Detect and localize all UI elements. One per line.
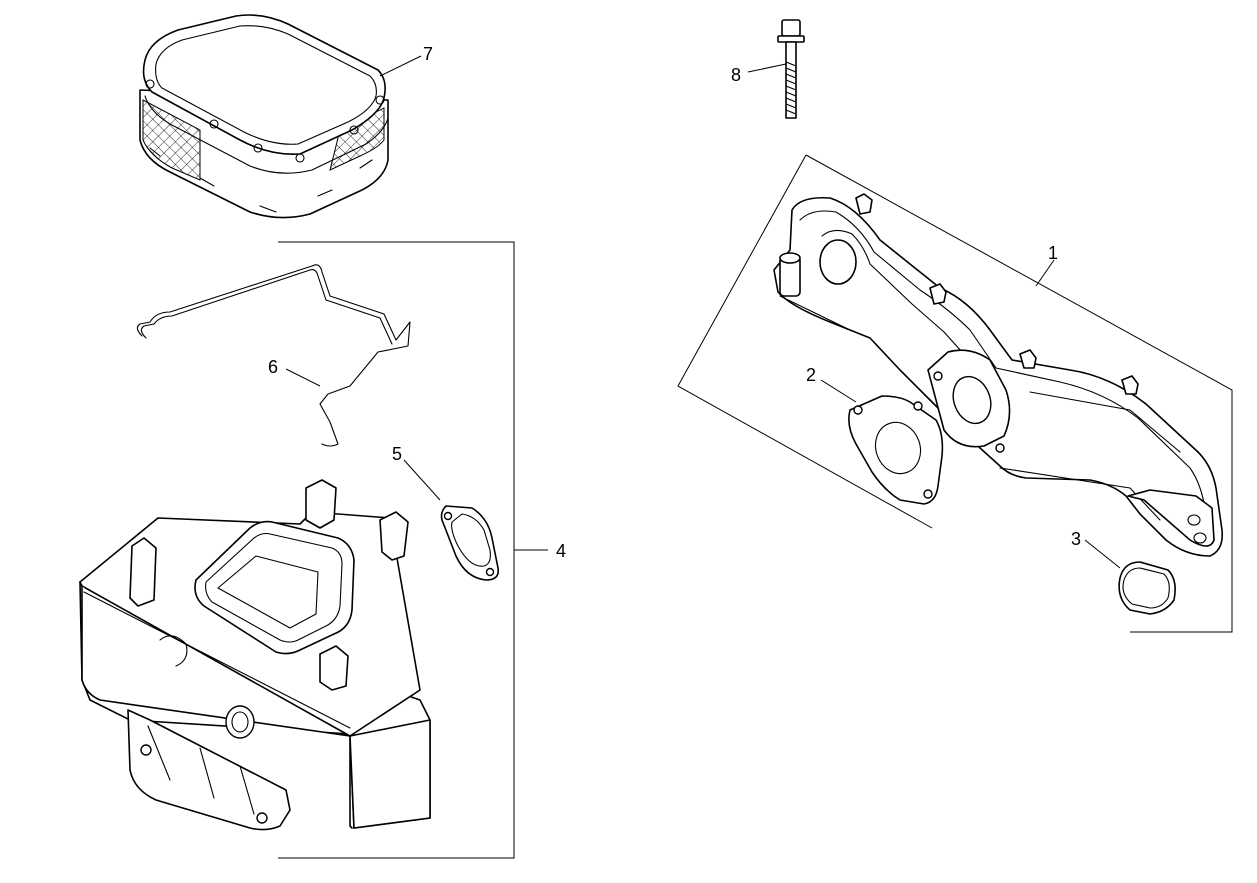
wire-clip [136, 264, 411, 447]
callout-2: 2 [806, 365, 816, 385]
intake-manifold [773, 193, 1224, 557]
callout-7: 7 [423, 44, 433, 64]
leader-lines [285, 55, 1121, 569]
air-box-housing [79, 479, 431, 831]
callout-3: 3 [1071, 529, 1081, 549]
callout-6: 6 [268, 357, 278, 377]
flange-gasket [848, 395, 944, 505]
assembly-frame-1 [677, 154, 1233, 633]
callout-5: 5 [392, 444, 402, 464]
callout-4: 4 [556, 541, 566, 561]
o-ring [1118, 561, 1176, 615]
bolt [777, 19, 805, 119]
small-gasket [440, 505, 500, 581]
callout-1: 1 [1048, 243, 1058, 263]
air-filter-element [139, 14, 389, 219]
callout-8: 8 [731, 65, 741, 85]
